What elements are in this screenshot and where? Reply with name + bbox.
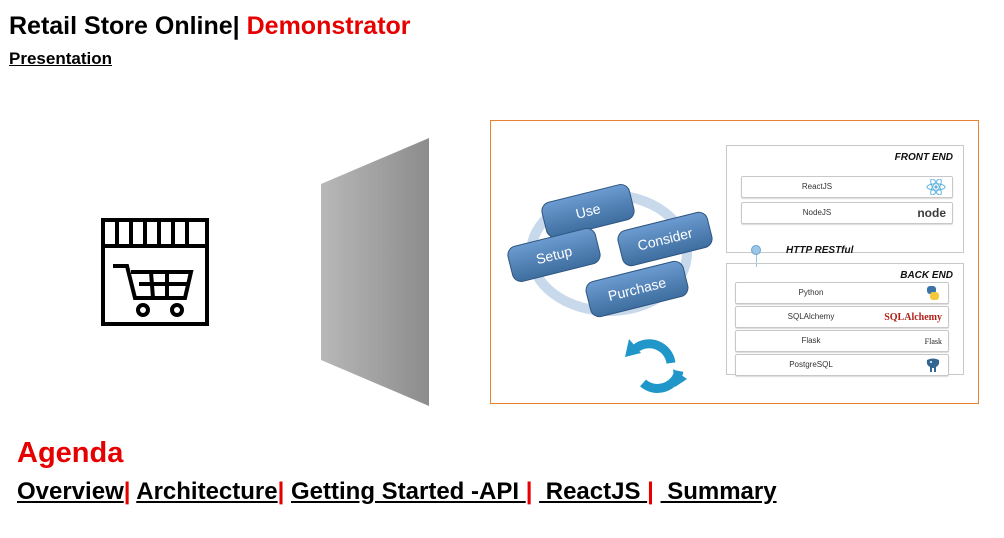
flask-logo: Flask: [924, 336, 942, 346]
svg-text:Use: Use: [574, 200, 602, 222]
title-accent: Demonstrator: [246, 12, 411, 40]
agenda-link-overview[interactable]: Overview: [17, 478, 124, 505]
agenda-link-architecture[interactable]: Architecture: [136, 478, 278, 505]
cycle-key-purchase: Purchase: [585, 260, 689, 318]
cycle-key-setup: Setup: [507, 228, 601, 282]
back-end-title: BACK END: [900, 270, 953, 281]
http-connector-dot: [751, 245, 761, 255]
agenda-heading: Agenda: [17, 437, 124, 469]
front-end-title: FRONT END: [894, 152, 953, 163]
agenda-separator: |: [277, 478, 291, 505]
agenda-separator: |: [525, 478, 540, 505]
agenda-link-summary[interactable]: Summary: [660, 478, 777, 505]
sqlalchemy-logo: SQLAlchemy: [884, 311, 942, 323]
back-end-stack: BACK END Python SQLAlchemy SQLAlchemy Fl…: [726, 263, 964, 376]
agenda-link-reactjs[interactable]: ReactJS: [539, 478, 648, 505]
shopping-cart-store-icon: [101, 218, 209, 326]
agenda-nav: Overview| Architecture| Getting Started …: [17, 478, 777, 506]
architecture-diagram: Use Consider Setup Purchase FRONT END Re…: [490, 120, 979, 404]
title-separator: |: [232, 12, 247, 40]
funnel-panel: [321, 138, 429, 406]
tech-item-reactjs: ReactJS: [741, 176, 953, 198]
python-icon: [927, 286, 939, 300]
cycle-key-use: Use: [541, 184, 635, 238]
customer-cycle-diagram: Use Consider Setup Purchase: [507, 184, 713, 393]
title-main: Retail Store Online: [9, 12, 233, 40]
tech-item-nodejs: NodeJS node: [741, 202, 953, 224]
agenda-link-getting-started-api[interactable]: Getting Started -API: [291, 478, 526, 505]
slide-subtitle: Presentation: [9, 49, 112, 68]
nodejs-logo: node: [917, 206, 946, 220]
cycle-key-consider: Consider: [617, 211, 713, 267]
front-end-stack: FRONT END ReactJS NodeJS node: [726, 145, 964, 253]
agenda-separator: |: [647, 478, 661, 505]
agenda-separator: |: [123, 478, 137, 505]
http-connector-line: [756, 253, 757, 267]
http-restful-label: HTTP RESTful: [786, 245, 854, 256]
postgresql-elephant-icon: [926, 358, 940, 372]
slide-title: Retail Store Online| Demonstrator: [9, 12, 411, 41]
react-icon: [926, 179, 946, 195]
tech-item-sqlalchemy: SQLAlchemy SQLAlchemy: [735, 306, 949, 328]
tech-item-python: Python: [735, 282, 949, 304]
tech-item-flask: Flask Flask: [735, 330, 949, 352]
tech-item-postgresql: PostgreSQL: [735, 354, 949, 376]
refresh-arrows-icon: [632, 339, 684, 393]
